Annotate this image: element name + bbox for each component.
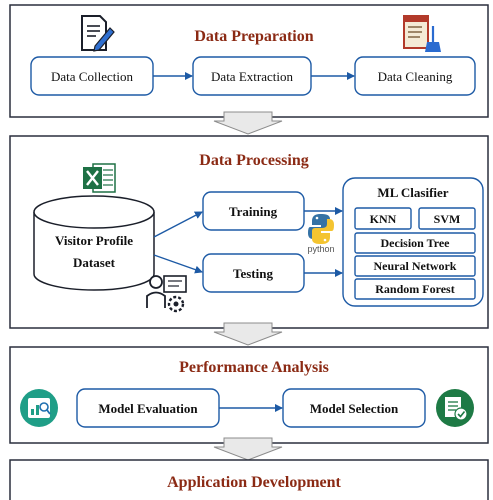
- data-cleaning-label: Data Cleaning: [378, 69, 453, 84]
- data-collection-label: Data Collection: [51, 69, 133, 84]
- model-evaluation-label: Model Evaluation: [98, 401, 198, 416]
- document-broom-icon: [403, 15, 441, 52]
- model-selection-label: Model Selection: [310, 401, 399, 416]
- flow-arrow-3: [213, 437, 283, 461]
- training-label: Training: [229, 204, 278, 219]
- knn-label: KNN: [370, 212, 397, 226]
- spreadsheet-check-icon: [436, 389, 474, 427]
- knn-box: [354, 207, 412, 230]
- data-extraction-label: Data Extraction: [211, 69, 293, 84]
- data-cleaning-box: [354, 56, 476, 96]
- decision-tree-box: [354, 232, 476, 254]
- flow-arrow-1: [213, 111, 283, 135]
- flow-arrow-2: [213, 322, 283, 346]
- svm-label: SVM: [434, 212, 461, 226]
- dataset-label-line1: Visitor Profile: [55, 233, 133, 248]
- performance-analysis-title: Performance Analysis: [179, 359, 329, 376]
- ml-classifier-title: ML Clasifier: [377, 185, 448, 200]
- application-development-section: [9, 459, 489, 500]
- data-processing-title: Data Processing: [199, 152, 308, 169]
- testing-label: Testing: [233, 266, 273, 281]
- data-preparation-title: Data Preparation: [194, 28, 313, 45]
- python-label: python: [307, 244, 334, 254]
- arrow-dataset-to-training: [153, 211, 203, 238]
- visitor-profile-dataset: [33, 195, 155, 291]
- neural-network-box: [354, 255, 476, 277]
- excel-icon: [83, 163, 116, 193]
- model-selection-box: [282, 388, 426, 428]
- dataset-label-line2: Dataset: [73, 255, 116, 270]
- document-pen-icon: [81, 15, 115, 52]
- decision-tree-label: Decision Tree: [381, 236, 451, 250]
- neural-network-label: Neural Network: [374, 259, 457, 273]
- application-development-title: Application Development: [167, 474, 341, 491]
- random-forest-box: [354, 278, 476, 300]
- random-forest-label: Random Forest: [375, 282, 454, 296]
- svm-box: [418, 207, 476, 230]
- python-icon: [308, 214, 334, 244]
- arrow-dataset-to-testing: [153, 254, 203, 274]
- engineer-gear-icon: [146, 275, 187, 313]
- chart-analysis-icon: [20, 389, 58, 427]
